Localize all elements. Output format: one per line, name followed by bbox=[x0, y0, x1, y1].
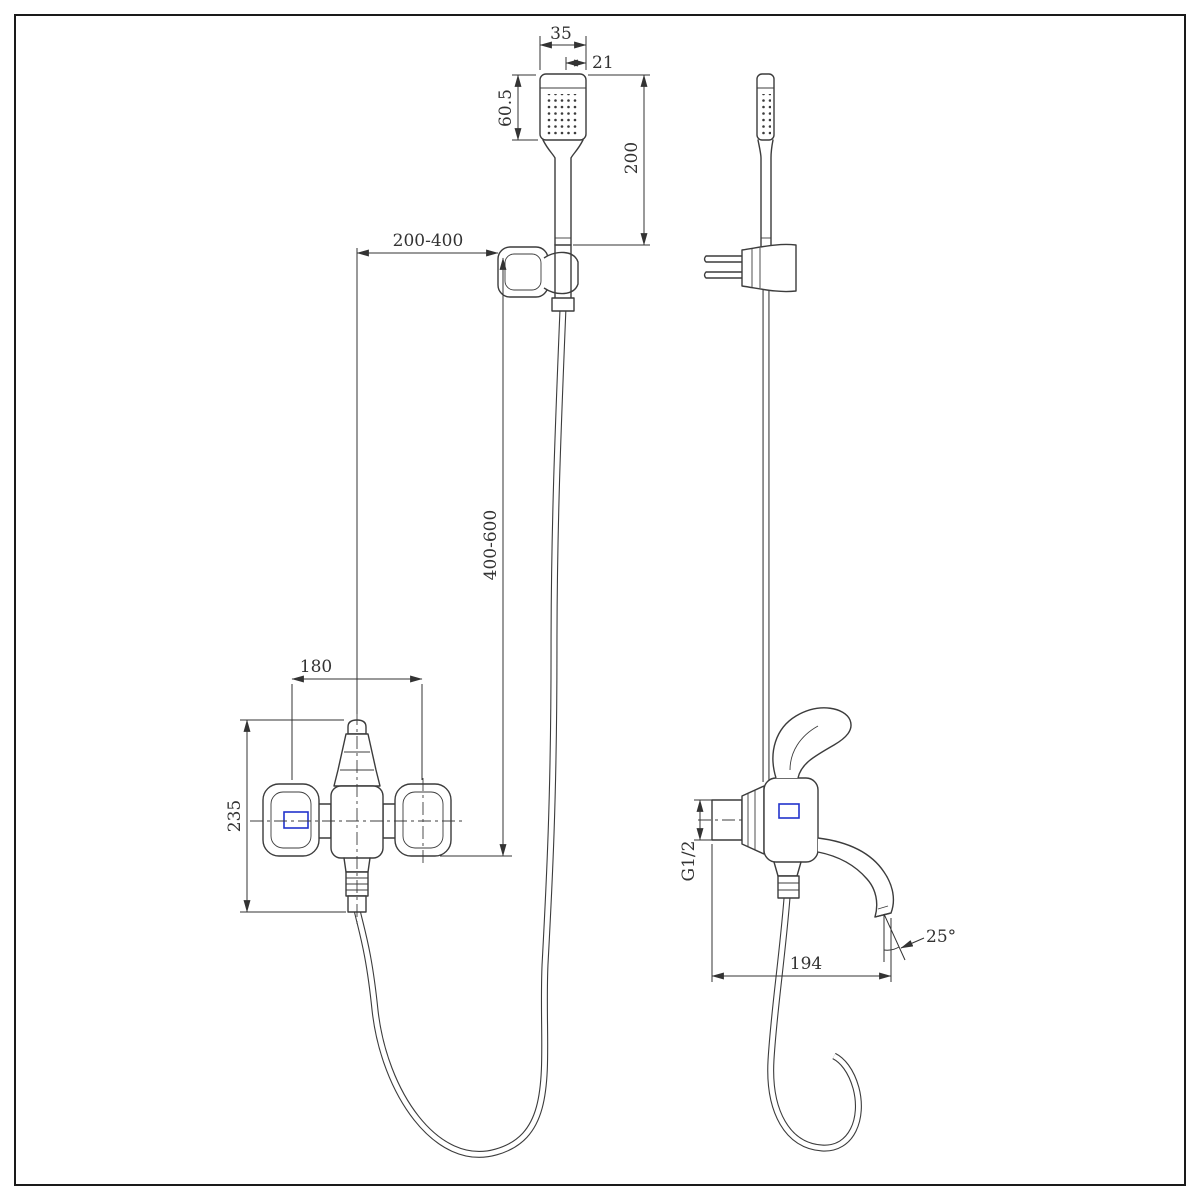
dim-label-head-depth: 21 bbox=[592, 53, 614, 73]
dim-inlet-thread: G1/2 bbox=[679, 799, 712, 882]
dim-label-handle-spacing: 180 bbox=[300, 657, 332, 677]
highlight-box-front bbox=[283, 811, 309, 829]
front-view: 35 21 60.5 200 200-400 bbox=[225, 24, 650, 1158]
shower-hose-side-lower bbox=[767, 897, 862, 1152]
dim-head-depth: 21 bbox=[565, 53, 614, 73]
lever-handle bbox=[772, 707, 852, 779]
mixer-faucet-side bbox=[698, 707, 895, 918]
dim-body-height: 235 bbox=[225, 719, 346, 913]
highlight-box-side bbox=[778, 803, 800, 819]
wall-pin-bottom bbox=[703, 271, 743, 279]
dim-handshower-length: 200 bbox=[573, 74, 650, 246]
dim-label-spray-face: 60.5 bbox=[496, 89, 516, 127]
wall-bracket-front bbox=[497, 244, 579, 312]
dim-label-hose-drop: 400-600 bbox=[481, 510, 501, 581]
wall-pin-top bbox=[703, 255, 743, 263]
dim-bracket-offset: 200-400 bbox=[356, 231, 499, 714]
dim-hose-drop: 400-600 bbox=[440, 257, 512, 857]
dim-label-spout-reach: 194 bbox=[790, 954, 822, 974]
dim-spray-face: 60.5 bbox=[496, 74, 538, 141]
page-border bbox=[14, 14, 1186, 1186]
handshower-front bbox=[539, 73, 587, 246]
dim-label-head-width: 35 bbox=[550, 24, 572, 44]
mixer-faucet-front bbox=[250, 712, 465, 928]
side-view: G1/2 194 25° bbox=[679, 73, 956, 1152]
spray-face-dots-side bbox=[760, 94, 771, 136]
dim-label-body-height: 235 bbox=[225, 800, 245, 832]
wall-bracket-side bbox=[703, 243, 797, 293]
dim-handle-spacing: 180 bbox=[291, 657, 423, 780]
spray-face-dots bbox=[547, 94, 579, 136]
dim-spout-angle: 25° bbox=[883, 913, 956, 962]
left-handle bbox=[262, 783, 320, 857]
mixer-body-side bbox=[763, 777, 819, 863]
handshower-side bbox=[756, 73, 775, 247]
shower-hose-front bbox=[353, 307, 567, 1158]
spout bbox=[817, 837, 895, 918]
dim-label-handshower-length: 200 bbox=[622, 142, 642, 174]
dim-label-spout-angle: 25° bbox=[926, 927, 956, 947]
dim-label-inlet-thread: G1/2 bbox=[679, 841, 699, 882]
dim-label-bracket-offset: 200-400 bbox=[393, 231, 464, 251]
